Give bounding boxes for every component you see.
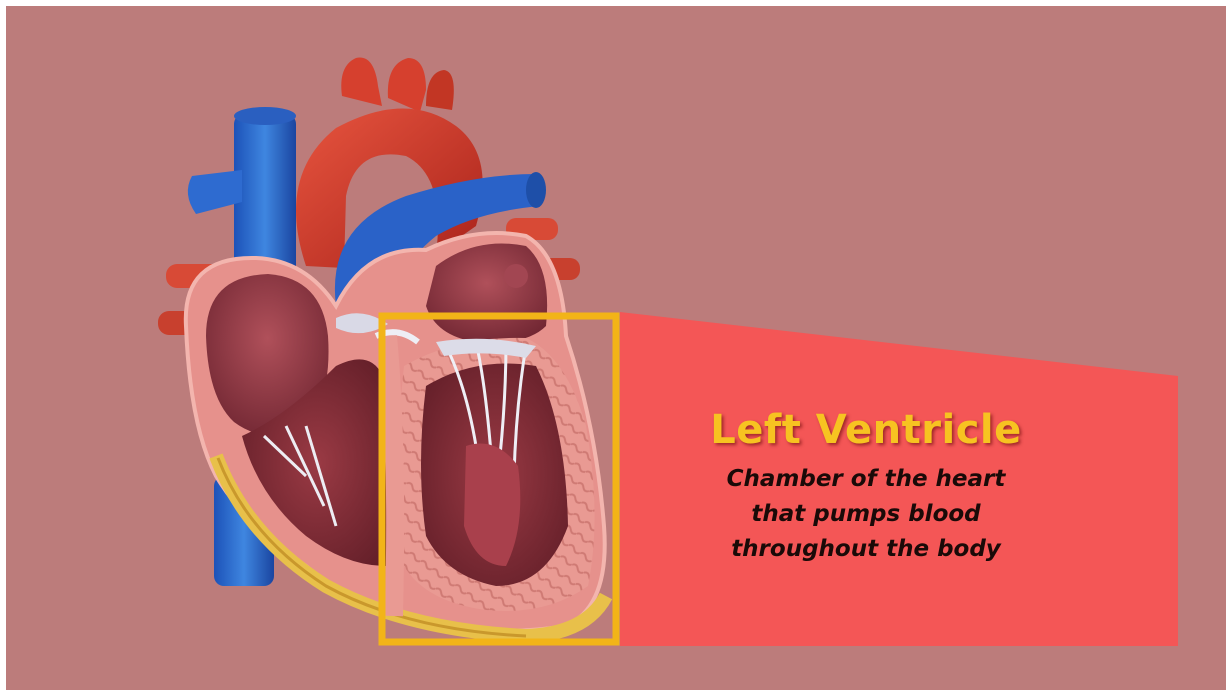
description-line: that pumps blood xyxy=(646,497,1086,532)
description-line: throughout the body xyxy=(646,532,1086,567)
callout-title: Left Ventricle xyxy=(646,404,1086,456)
slide: Left Ventricle Chamber of the heart that… xyxy=(6,6,1226,690)
description-line: Chamber of the heart xyxy=(646,462,1086,497)
highlight-box xyxy=(382,316,616,642)
callout-graphic xyxy=(6,6,1226,690)
callout-text: Left Ventricle Chamber of the heart that… xyxy=(646,404,1086,567)
callout-description: Chamber of the heart that pumps blood th… xyxy=(646,462,1086,567)
